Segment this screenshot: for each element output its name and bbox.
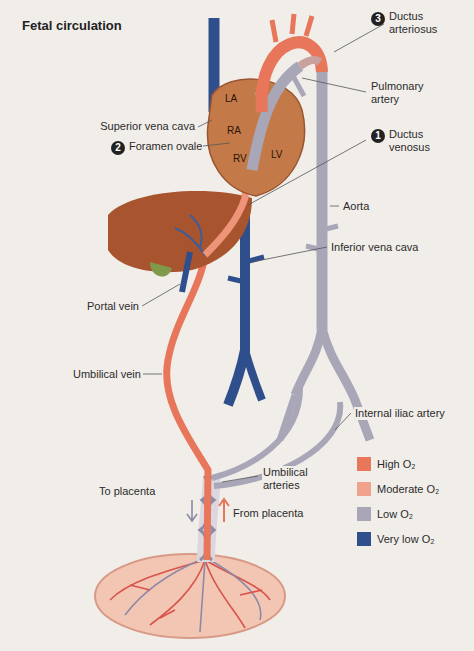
structure-label: RV bbox=[232, 152, 248, 165]
structure-label: Umbilical arteries bbox=[262, 466, 326, 492]
structure-label: To placenta bbox=[98, 485, 156, 498]
legend-row: Moderate O₂ bbox=[357, 481, 439, 497]
legend-swatch bbox=[357, 532, 371, 546]
callout-number: 3 bbox=[371, 12, 385, 26]
structure-label: Ductus arteriosus bbox=[388, 10, 462, 36]
legend-swatch bbox=[357, 507, 371, 521]
legend-swatch bbox=[357, 482, 371, 496]
portal-vein bbox=[182, 252, 190, 292]
structure-label: Internal iliac artery bbox=[354, 407, 446, 420]
legend-text: High O₂ bbox=[377, 458, 416, 470]
structure-label: Pulmonary artery bbox=[370, 80, 434, 106]
structure-label: RA bbox=[226, 124, 242, 137]
callout-number: 1 bbox=[371, 129, 385, 143]
legend-text: Low O₂ bbox=[377, 508, 413, 520]
flow-arrow bbox=[187, 500, 197, 521]
legend-row: High O₂ bbox=[357, 456, 416, 472]
structure-label: Umbilical vein bbox=[72, 368, 142, 381]
diagram-title: Fetal circulation bbox=[22, 18, 122, 33]
legend-row: Low O₂ bbox=[357, 506, 413, 522]
legend-text: Moderate O₂ bbox=[377, 483, 439, 495]
structure-label: Aorta bbox=[342, 200, 370, 213]
iliac-vein bbox=[245, 350, 262, 400]
gallbladder bbox=[150, 262, 172, 277]
structure-label: From placenta bbox=[232, 507, 304, 520]
ductus-arteriosus bbox=[300, 60, 320, 66]
flow-arrow bbox=[219, 499, 229, 522]
structure-label: Portal vein bbox=[86, 300, 140, 313]
structure-label: LA bbox=[224, 92, 238, 105]
structure-label: Ductus venosus bbox=[388, 128, 452, 154]
iliac-artery bbox=[280, 395, 295, 440]
hepatic-vessels bbox=[175, 215, 205, 255]
structure-label: Superior vena cava bbox=[99, 120, 196, 133]
placenta-vessels bbox=[110, 560, 270, 632]
legend-row: Very low O₂ bbox=[357, 531, 434, 547]
umbilical-vein bbox=[167, 255, 208, 560]
descending-aorta bbox=[317, 70, 328, 330]
arch-branch bbox=[272, 14, 312, 42]
legend-text: Very low O₂ bbox=[377, 533, 434, 545]
aortic-arch bbox=[262, 42, 322, 112]
structure-label: Inferior vena cava bbox=[330, 241, 419, 254]
callout-number: 2 bbox=[111, 141, 125, 155]
structure-label: Foramen ovale bbox=[128, 140, 203, 153]
structure-label: LV bbox=[270, 148, 284, 161]
legend-swatch bbox=[357, 457, 371, 471]
placenta bbox=[95, 554, 285, 638]
iliac-artery bbox=[322, 328, 370, 440]
iliac-artery bbox=[295, 328, 322, 395]
